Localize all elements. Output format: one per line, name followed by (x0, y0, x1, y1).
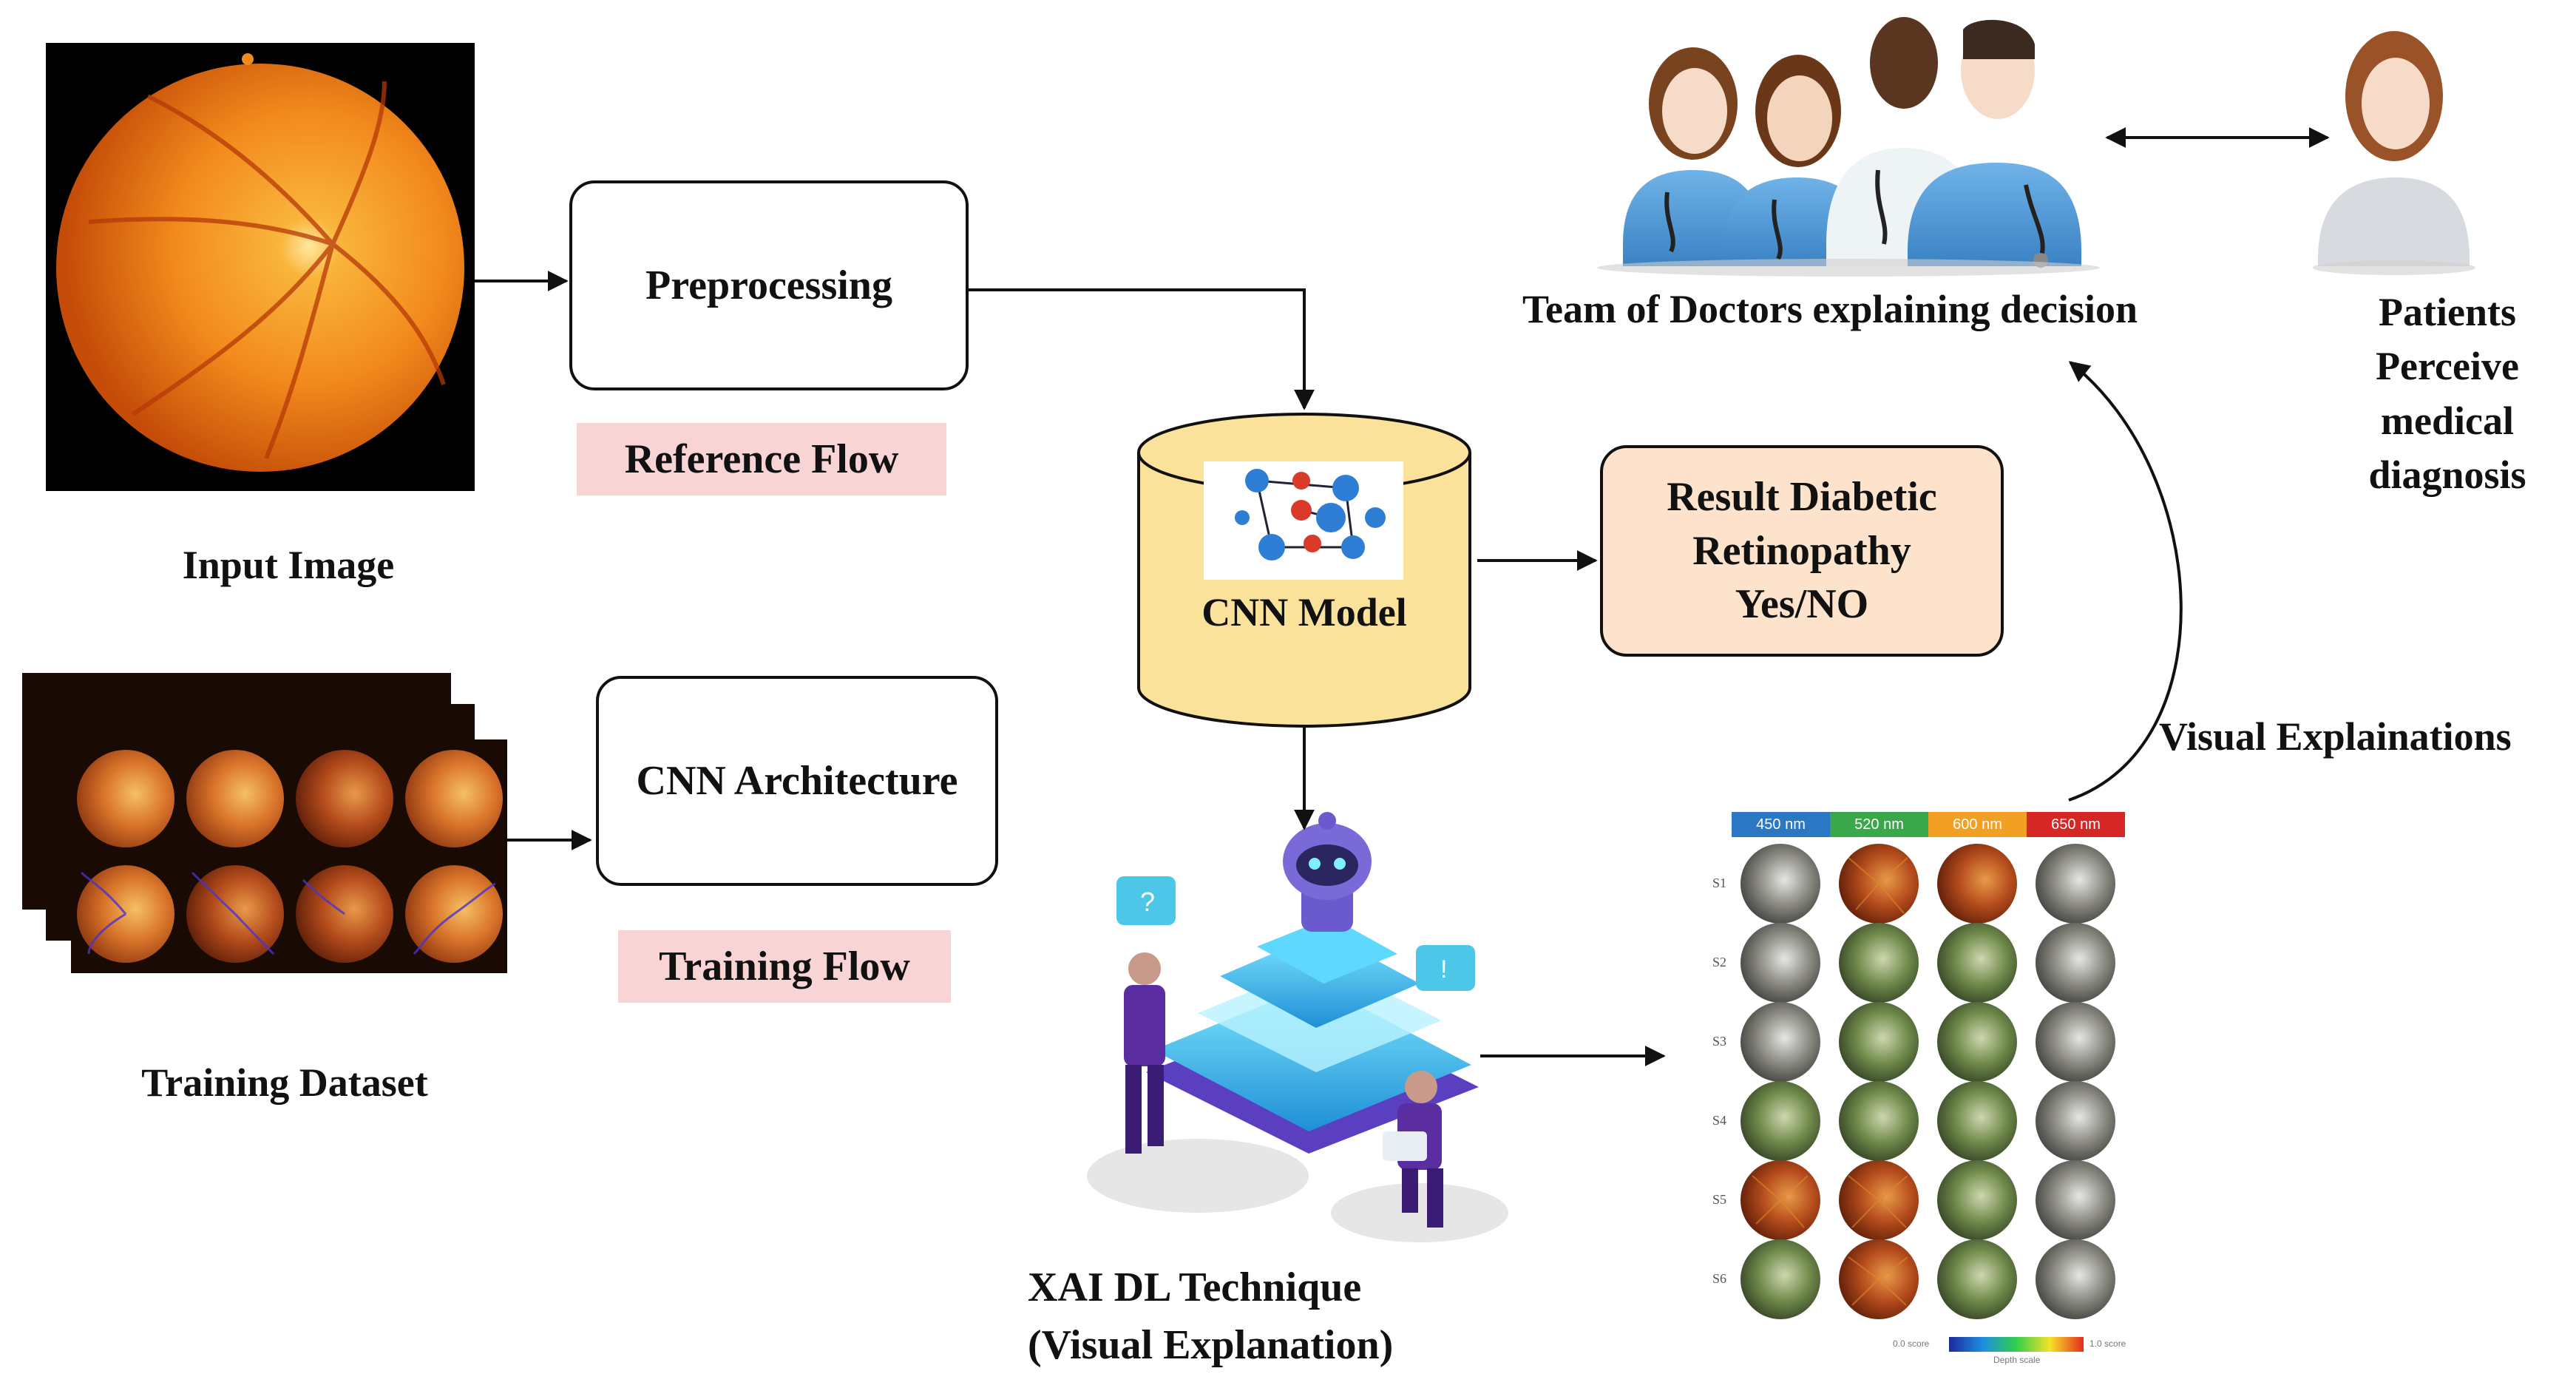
patients-line-1: Patients (2379, 290, 2516, 334)
heatmap-col-520: 520 nm (1854, 816, 1904, 833)
patients-label: Patients Perceive medical diagnosis (2322, 285, 2573, 503)
training-flow-label: Training Flow (618, 930, 951, 1003)
input-fundus-image (46, 43, 475, 491)
cnn-model-cylinder (1137, 413, 1471, 728)
preprocessing-box: Preprocessing (569, 180, 969, 390)
patients-line-4: diagnosis (2368, 453, 2526, 498)
input-image-label: Input Image (182, 543, 395, 587)
patients-line-2: Perceive (2376, 344, 2519, 389)
heatmap-row-label: S3 (1712, 1034, 1727, 1049)
reference-flow-label: Reference Flow (577, 423, 946, 495)
svg-text:!: ! (1440, 955, 1447, 984)
result-box: Result Diabetic Retinopathy Yes/NO (1600, 445, 2004, 657)
heatmap-row-label: S6 (1712, 1271, 1727, 1286)
heatmap-panel (1715, 806, 2137, 1353)
heatmap-row-label: S4 (1712, 1113, 1727, 1128)
team-doctors-label: Team of Doctors explaining decision (1522, 287, 2138, 331)
result-line-1: Result Diabetic (1667, 473, 1937, 520)
training-flow-text: Training Flow (659, 944, 910, 989)
xai-line-2: (Visual Explanation) (1028, 1322, 1394, 1369)
training-dataset-label: Training Dataset (141, 1060, 428, 1105)
result-line-3: Yes/NO (1735, 581, 1869, 628)
xai-illustration: ? ! (1087, 812, 1508, 1242)
heatmap-col-450: 450 nm (1756, 816, 1806, 833)
cnn-model-label: CNN Model (1201, 590, 1407, 634)
xai-label: XAI DL Technique (Visual Explanation) (1028, 1259, 1442, 1375)
heatmap-row-label: S2 (1712, 955, 1727, 969)
scale-caption: Depth scale (1993, 1355, 2041, 1365)
heatmap-row-label: S5 (1712, 1192, 1727, 1207)
visual-explanations-label: Visual Explainations (2159, 714, 2512, 759)
training-dataset-images (22, 673, 507, 973)
scale-right-label: 1.0 score (2089, 1338, 2126, 1349)
svg-text:?: ? (1140, 887, 1155, 917)
reference-flow-text: Reference Flow (624, 436, 899, 482)
connector-arrows (475, 127, 2330, 1066)
xai-line-1: XAI DL Technique (1028, 1265, 1362, 1310)
doctors-group-illustration (1597, 17, 2100, 277)
result-line-2: Retinopathy (1692, 527, 1911, 574)
cnn-architecture-box: CNN Architecture (596, 676, 998, 886)
heatmap-col-650: 650 nm (2051, 816, 2101, 833)
scale-left-label: 0.0 score (1893, 1338, 1930, 1349)
cnn-architecture-label: CNN Architecture (636, 758, 958, 804)
heatmap-row-label: S1 (1712, 876, 1727, 890)
preprocessing-label: Preprocessing (645, 263, 892, 308)
patient-illustration (2313, 31, 2475, 275)
patients-line-3: medical (2381, 398, 2514, 443)
heatmap-col-600: 600 nm (1953, 816, 2002, 833)
